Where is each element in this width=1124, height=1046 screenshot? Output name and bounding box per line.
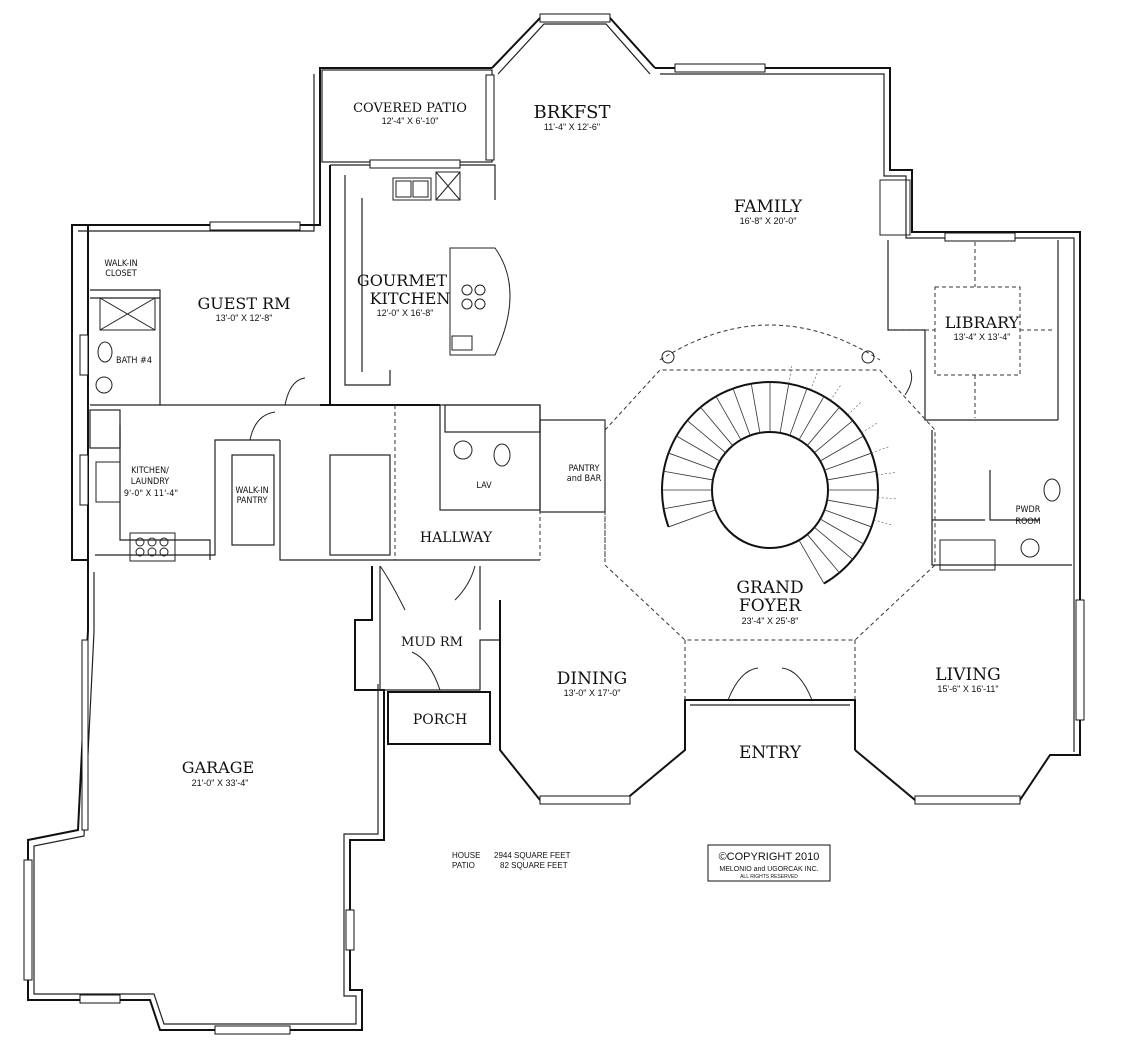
- stair-tread: [715, 396, 742, 440]
- stair-tread: [806, 407, 840, 446]
- stair-upper-tread: [871, 445, 891, 454]
- dashed-lines: [394, 242, 1055, 700]
- stair-tread: [824, 509, 872, 528]
- dim-kitchen-laundry: 9'-0" X 11'-4": [124, 489, 178, 499]
- copyright-box: [707, 844, 831, 882]
- label-grand: GRAND: [736, 578, 803, 598]
- stair-upper-tread: [788, 363, 793, 384]
- label-pantry-bar-1: PANTRY: [569, 464, 600, 474]
- dim-brkfst: 11'-4" X 12'-6": [544, 122, 600, 132]
- doors: [249, 369, 913, 701]
- label-garage: GARAGE: [182, 758, 254, 777]
- stair-tread: [824, 452, 872, 471]
- windows: [23, 13, 1085, 1035]
- label-dining: DINING: [557, 669, 627, 689]
- dim-library: 13'-4" X 13'-4": [954, 332, 1011, 342]
- stair-tread: [750, 383, 761, 433]
- stair-tread: [820, 518, 864, 545]
- stair-tread: [687, 420, 726, 454]
- label-gourmet: GOURMET: [357, 271, 447, 290]
- room-labels: COVERED PATIO 12'-4" X 6'-10" BRKFST 11'…: [104, 101, 1040, 788]
- stair-tread: [663, 470, 713, 481]
- house-label: HOUSE: [452, 851, 480, 860]
- patio-value: 82 SQUARE FEET: [500, 861, 568, 870]
- stair-tread: [668, 452, 716, 471]
- label-kitchen-laundry-2: LAUNDRY: [131, 477, 170, 487]
- stair-tread: [789, 388, 808, 436]
- stair-upper-tread: [873, 519, 894, 526]
- label-walk-in-closet-1: WALK-IN: [104, 259, 137, 269]
- label-mud-rm: MUD RM: [401, 635, 463, 650]
- patio-label: PATIO: [452, 861, 475, 870]
- label-kitchen: KITCHEN: [370, 289, 451, 308]
- exterior-walls: [27, 17, 1081, 1031]
- label-library: LIBRARY: [945, 313, 1020, 332]
- stair-upper-tread: [877, 497, 898, 500]
- dim-guest-rm: 13'-0" X 12'-8": [216, 313, 273, 323]
- stair-tread: [798, 396, 825, 440]
- label-family: FAMILY: [734, 197, 803, 217]
- stair-tread: [820, 435, 864, 462]
- stair-tread: [732, 388, 751, 436]
- label-living: LIVING: [935, 665, 1000, 685]
- label-guest-rm: GUEST RM: [197, 294, 290, 313]
- stair-tread: [779, 383, 790, 433]
- dim-covered-patio: 12'-4" X 6'-10": [382, 116, 439, 126]
- spiral-staircase: [661, 363, 898, 585]
- label-pantry-bar-2: and BAR: [567, 474, 602, 484]
- label-walk-in-pantry-1: WALK-IN: [235, 486, 268, 496]
- label-pwdr-2: ROOM: [1015, 517, 1040, 527]
- copyright-line2: MELONIO and UGORCAK INC.: [719, 866, 818, 873]
- interior-walls: [89, 164, 1072, 745]
- stair-upper-tread: [876, 471, 897, 476]
- stair-tread: [814, 420, 853, 454]
- label-foyer: FOYER: [739, 596, 802, 616]
- label-kitchen-laundry-1: KITCHEN/: [131, 466, 169, 476]
- copyright-line3: ALL RIGHTS RESERVED: [740, 874, 798, 880]
- stair-upper-tread: [810, 371, 819, 390]
- label-walk-in-pantry-2: PANTRY: [237, 496, 268, 506]
- stair-tread: [827, 470, 877, 481]
- stair-tread: [798, 540, 825, 584]
- copyright-line1: ©COPYRIGHT 2010: [719, 851, 820, 863]
- label-hallway: HALLWAY: [420, 530, 493, 546]
- stair-upper-tread: [861, 421, 879, 434]
- label-brkfst: BRKFST: [533, 102, 610, 123]
- stair-tread: [663, 499, 713, 510]
- label-lav: LAV: [476, 481, 492, 491]
- stair-upper-tread: [847, 400, 863, 416]
- label-covered-patio: COVERED PATIO: [353, 101, 467, 116]
- dim-gourmet-kitchen: 12'-0" X 16'-8": [377, 308, 434, 318]
- stair-tread: [668, 509, 716, 528]
- label-walk-in-closet-2: CLOSET: [105, 269, 136, 279]
- dim-dining: 13'-0" X 17'-0": [564, 688, 621, 698]
- dim-garage: 21'-0" X 33'-4": [192, 778, 249, 788]
- house-value: 2944 SQUARE FEET: [494, 851, 571, 860]
- stair-tread: [827, 499, 877, 510]
- label-bath4: BATH #4: [116, 356, 152, 366]
- stair-tread: [806, 534, 840, 573]
- fixtures: [95, 171, 1061, 571]
- stair-upper-tread: [830, 383, 842, 401]
- dim-grand-foyer: 23'-4" X 25'-8": [742, 616, 799, 626]
- dim-family: 16'-8" X 20'-0": [740, 216, 797, 226]
- stair-tread: [814, 526, 853, 560]
- dim-living: 15'-6" X 16'-11": [937, 684, 998, 694]
- label-porch: PORCH: [413, 712, 467, 728]
- stair-tread: [700, 407, 734, 446]
- area-summary: HOUSE 2944 SQUARE FEET PATIO 82 SQUARE F…: [452, 851, 571, 870]
- label-entry: ENTRY: [739, 743, 802, 763]
- label-pwdr-1: PWDR: [1016, 505, 1041, 515]
- copyright: ©COPYRIGHT 2010 MELONIO and UGORCAK INC.…: [719, 851, 820, 880]
- stair-tread: [676, 435, 720, 462]
- stair-core: [711, 431, 829, 549]
